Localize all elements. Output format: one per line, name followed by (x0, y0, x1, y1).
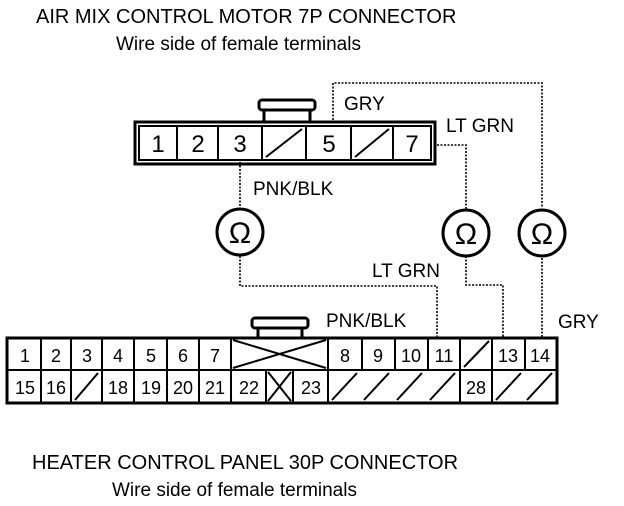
connector-30p-terminal: 23 (301, 378, 321, 398)
connector-30p-terminal: 28 (466, 378, 486, 398)
connector-30p-terminal: 14 (530, 346, 550, 366)
connector-30p-terminal: 18 (108, 378, 128, 398)
connector-30p-terminal: 20 (173, 378, 193, 398)
connector-30p-terminal: 6 (178, 346, 188, 366)
connector-30p-terminal: 15 (15, 378, 35, 398)
connector-30p-blank-block (232, 339, 327, 369)
connector-30p-empty-cell-12 (463, 340, 490, 368)
connector-30p-terminal: 8 (340, 346, 350, 366)
bottom-connector-subtitle: Wire side of female terminals (112, 480, 357, 501)
top-connector-title: AIR MIX CONTROL MOTOR 7P CONNECTOR (36, 6, 457, 28)
connector-30p-terminal: 7 (210, 346, 220, 366)
connector-30p-terminal: 1 (20, 346, 30, 366)
ohm-icon: Ω (455, 218, 477, 251)
wire-label-pnkblk-bottom: PNK/BLK (326, 311, 407, 332)
ohm-icon: Ω (229, 217, 251, 250)
wire-label-gry-bottom: GRY (558, 312, 599, 333)
connector-30p-empty-cell-30 (526, 372, 553, 401)
connector-7p-terminal: 3 (233, 131, 246, 158)
connector-7p-latch-stem (262, 108, 312, 124)
wire-pnkblk-lower (239, 256, 438, 338)
connector-30p-terminal: 21 (205, 378, 225, 398)
connector-30p-terminal: 5 (146, 346, 156, 366)
ohmmeter-1: Ω (215, 207, 265, 257)
wires (239, 82, 543, 338)
connector-7p-terminal: 2 (191, 131, 204, 158)
ohmmeter-3: Ω (517, 208, 567, 258)
connector-30p-terminal: 2 (51, 346, 61, 366)
wire-label-ltgrn-bottom: LT GRN (372, 261, 440, 282)
connector-30p-terminal: 13 (498, 346, 518, 366)
wire-label-gry-top: GRY (344, 94, 385, 115)
connector-30p-empty-cell-24 (331, 372, 358, 401)
wire-ltgrn-upper (437, 144, 467, 209)
connector-7p-terminal: 5 (322, 131, 335, 158)
connector-30p: 1 2 3 4 5 6 7 8 9 10 11 13 14 15 16 18 1… (5, 316, 559, 405)
connector-7p-empty-cell-4 (265, 128, 303, 158)
connector-30p-blank-cell-x (267, 371, 292, 402)
wire-ltgrn-lower (465, 256, 504, 338)
connector-30p-empty-cell-27 (429, 372, 456, 401)
connector-30p-terminal: 19 (141, 378, 161, 398)
connector-30p-terminal: 9 (373, 346, 383, 366)
connector-7p: 1 2 3 5 7 (133, 98, 437, 166)
connector-30p-terminal: 22 (239, 378, 259, 398)
connector-30p-terminal: 11 (435, 346, 454, 366)
connector-30p-terminal: 10 (401, 346, 421, 366)
connector-30p-empty-cell-25 (363, 372, 390, 401)
wire-label-ltgrn-top: LT GRN (446, 116, 514, 137)
connector-7p-terminal: 1 (151, 131, 164, 158)
connector-30p-empty-cell-29 (495, 372, 522, 401)
top-connector-subtitle: Wire side of female terminals (116, 34, 361, 55)
connector-30p-empty-cell-26 (396, 372, 423, 401)
bottom-connector-title: HEATER CONTROL PANEL 30P CONNECTOR (32, 452, 459, 474)
wire-gry-upper (332, 82, 543, 207)
connector-30p-terminal: 16 (46, 378, 66, 398)
wire-label-pnkblk-top: PNK/BLK (253, 179, 334, 200)
connector-7p-empty-cell-6 (354, 128, 390, 158)
connector-30p-empty-cell-17 (74, 372, 99, 401)
connector-30p-terminal: 4 (113, 346, 123, 366)
ohm-icon: Ω (531, 218, 553, 251)
connector-7p-terminal: 7 (405, 131, 418, 158)
ohmmeter-2: Ω (441, 208, 491, 258)
connector-30p-terminal: 3 (82, 346, 92, 366)
